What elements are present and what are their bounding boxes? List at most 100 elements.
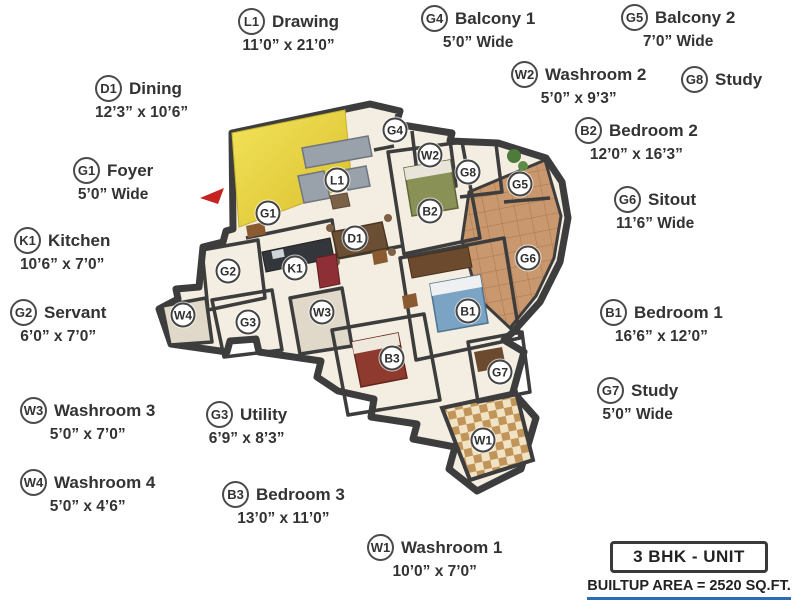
plan-marker-L1: L1 bbox=[324, 167, 350, 193]
legend-name: Balcony 1 bbox=[455, 8, 536, 28]
sofa-main bbox=[301, 135, 373, 169]
legend-item-W3: W3 Washroom 3 5’0” x 7’0” bbox=[20, 397, 155, 444]
legend-dims: 7’0” Wide bbox=[642, 33, 714, 50]
plan-marker-G3: G3 bbox=[235, 309, 261, 335]
legend-name: Bedroom 1 bbox=[634, 302, 723, 322]
legend-dims: 5’0” x 4’6” bbox=[49, 498, 126, 515]
legend-item-W4: W4 Washroom 4 5’0” x 4’6” bbox=[20, 469, 155, 516]
legend-name: Washroom 3 bbox=[54, 400, 156, 420]
legend-name: Utility bbox=[240, 404, 288, 424]
legend-code-D1: D1 bbox=[95, 75, 122, 102]
legend-item-G6: G6 Sitout 11’6” Wide bbox=[614, 186, 696, 233]
legend-dims: 6’0” x 7’0” bbox=[20, 328, 97, 345]
unit-summary: 3 BHK - UNIT BUILTUP AREA = 2520 SQ.FT. bbox=[583, 541, 795, 600]
legend-dims: 12’0” x 16’3” bbox=[589, 146, 683, 163]
legend-item-G2: G2 Servant 6’0” x 7’0” bbox=[10, 299, 106, 346]
plan-marker-G8: G8 bbox=[455, 159, 481, 185]
legend-code-W4: W4 bbox=[20, 469, 47, 496]
legend-item-B3: B3 Bedroom 3 13’0” x 11’0” bbox=[222, 481, 345, 528]
legend-dims: 5’0” x 7’0” bbox=[49, 426, 126, 443]
legend-dims: 5’0” Wide bbox=[602, 406, 673, 423]
legend-item-G7: G7 Study 5’0” Wide bbox=[597, 377, 678, 424]
plan-marker-B2: B2 bbox=[417, 198, 443, 224]
plan-marker-G7: G7 bbox=[487, 359, 513, 385]
legend-name: Bedroom 2 bbox=[609, 120, 698, 140]
legend-item-G3: G3 Utility 6’9” x 8’3” bbox=[206, 401, 287, 448]
plan-marker-W2: W2 bbox=[417, 142, 443, 168]
plan-marker-G1: G1 bbox=[255, 200, 281, 226]
furniture bbox=[200, 135, 528, 388]
legend-code-G7: G7 bbox=[597, 377, 624, 404]
legend-dims: 5’0” Wide bbox=[77, 186, 149, 203]
legend-item-B1: B1 Bedroom 1 16’6” x 12’0” bbox=[600, 299, 723, 346]
plan-marker-B1: B1 bbox=[455, 298, 481, 324]
plan-marker-G2: G2 bbox=[215, 258, 241, 284]
plant bbox=[518, 161, 528, 171]
legend-code-G6: G6 bbox=[614, 186, 641, 213]
legend-code-W2: W2 bbox=[511, 61, 538, 88]
unit-type-label: 3 BHK - UNIT bbox=[633, 547, 745, 566]
legend-code-W1: W1 bbox=[367, 534, 394, 561]
plan-marker-G5: G5 bbox=[507, 171, 533, 197]
builtup-area-label: BUILTUP AREA = 2520 SQ.FT. bbox=[587, 578, 791, 600]
legend-item-G5: G5 Balcony 2 7’0” Wide bbox=[621, 4, 735, 51]
legend-name: Washroom 2 bbox=[545, 64, 647, 84]
legend-dims: 6’9” x 8’3” bbox=[208, 430, 285, 447]
legend-name: Study bbox=[715, 69, 763, 89]
legend-name: Washroom 4 bbox=[54, 472, 156, 492]
door bbox=[402, 293, 418, 309]
plan-marker-K1: K1 bbox=[282, 255, 308, 281]
door bbox=[372, 249, 388, 265]
legend-code-B1: B1 bbox=[600, 299, 627, 326]
plan-marker-W4: W4 bbox=[170, 302, 196, 328]
legend-code-G2: G2 bbox=[10, 299, 37, 326]
plan-marker-B3: B3 bbox=[379, 345, 405, 371]
door bbox=[246, 222, 266, 238]
legend-code-K1: K1 bbox=[14, 227, 41, 254]
legend-name: Servant bbox=[44, 302, 107, 322]
legend-code-B3: B3 bbox=[222, 481, 249, 508]
legend-code-G8: G8 bbox=[681, 66, 708, 93]
legend-dims: 5’0” Wide bbox=[442, 34, 514, 51]
legend-name: Drawing bbox=[272, 11, 340, 31]
legend-dims: 5’0” x 9’3” bbox=[540, 90, 617, 107]
legend-code-G5: G5 bbox=[621, 4, 648, 31]
legend-code-W3: W3 bbox=[20, 397, 47, 424]
legend-name: Foyer bbox=[107, 160, 154, 180]
refrigerator bbox=[315, 253, 341, 289]
legend-item-W2: W2 Washroom 2 5’0” x 9’3” bbox=[511, 61, 646, 108]
plant bbox=[507, 149, 521, 163]
wardrobe1 bbox=[407, 246, 473, 279]
plan-marker-W1: W1 bbox=[470, 427, 496, 453]
legend-code-G3: G3 bbox=[206, 401, 233, 428]
legend-code-G4: G4 bbox=[421, 5, 448, 32]
legend-dims: 13’0” x 11’0” bbox=[237, 510, 330, 527]
plan-marker-W3: W3 bbox=[309, 299, 335, 325]
legend-dims: 11’6” Wide bbox=[615, 215, 695, 232]
legend-name: Bedroom 3 bbox=[256, 484, 345, 504]
legend-name: Kitchen bbox=[48, 230, 111, 250]
legend-dims: 10’6” x 7’0” bbox=[19, 256, 105, 273]
entrance-arrow bbox=[200, 188, 224, 204]
unit-type-box: 3 BHK - UNIT bbox=[610, 541, 768, 573]
legend-name: Sitout bbox=[648, 189, 697, 209]
plan-marker-G4: G4 bbox=[382, 117, 408, 143]
legend-dims: 11’0” x 21’0” bbox=[242, 37, 335, 54]
legend-code-B2: B2 bbox=[575, 117, 602, 144]
legend-item-G4: G4 Balcony 1 5’0” Wide bbox=[421, 5, 535, 52]
legend-name: Study bbox=[631, 380, 679, 400]
legend-item-G8: G8 Study bbox=[681, 66, 762, 93]
legend-dims: 16’6” x 12’0” bbox=[614, 328, 708, 345]
plan-marker-D1: D1 bbox=[342, 225, 368, 251]
legend-name: Washroom 1 bbox=[401, 537, 503, 557]
legend-name: Balcony 2 bbox=[655, 7, 736, 27]
legend-item-K1: K1 Kitchen 10’6” x 7’0” bbox=[14, 227, 110, 274]
legend-item-B2: B2 Bedroom 2 12’0” x 16’3” bbox=[575, 117, 698, 164]
coffee-table bbox=[329, 192, 351, 210]
legend-dims: 12’3” x 10’6” bbox=[95, 104, 189, 121]
